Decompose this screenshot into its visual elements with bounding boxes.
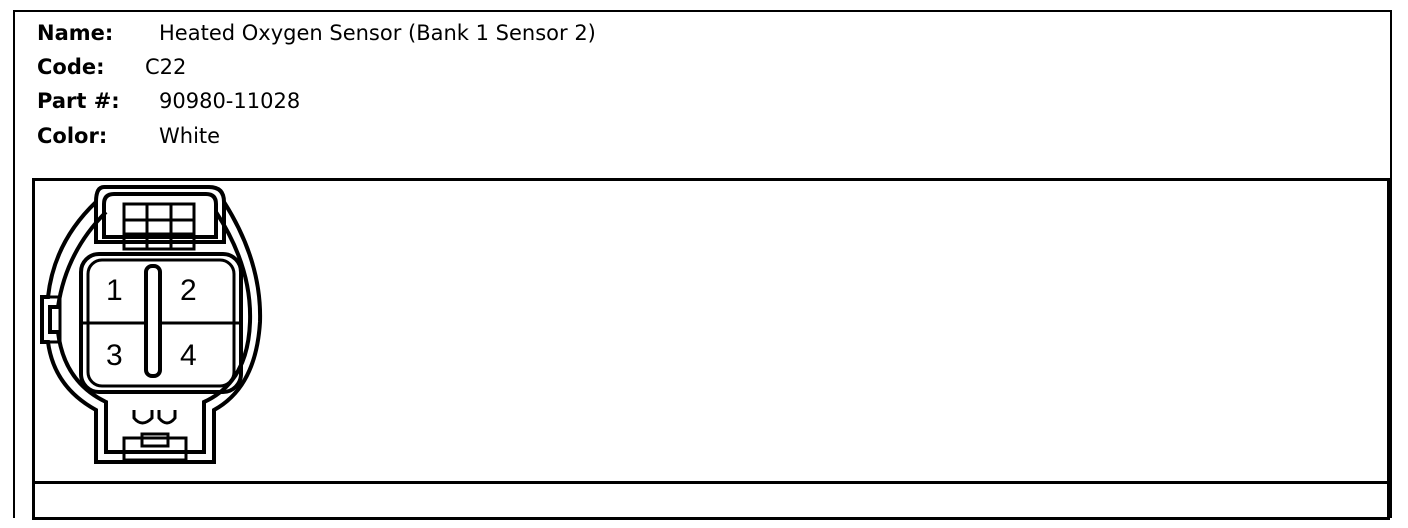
outer-frame xyxy=(13,10,1392,518)
left-notch xyxy=(48,295,62,344)
footer-box xyxy=(32,481,1390,520)
part-row: Part #: 90980-11028 xyxy=(37,86,300,116)
pin-2: 2 xyxy=(180,274,197,307)
pin-4: 4 xyxy=(180,339,197,372)
name-label: Name: xyxy=(37,21,114,45)
color-value: White xyxy=(159,124,221,148)
part-value: 90980-11028 xyxy=(159,89,301,113)
name-row: Name: Heated Oxygen Sensor (Bank 1 Senso… xyxy=(37,18,596,48)
latch-tab xyxy=(94,185,226,251)
code-label: Code: xyxy=(37,55,105,79)
bottom-lock xyxy=(122,410,188,462)
pin-3: 3 xyxy=(106,339,123,372)
code-row: Code: C22 xyxy=(37,52,186,82)
connector-housing-outer xyxy=(40,200,263,464)
center-key xyxy=(144,264,162,378)
color-row: Color: White xyxy=(37,121,220,151)
connector-housing-inner xyxy=(48,210,253,454)
pin-cavity xyxy=(79,252,243,394)
color-label: Color: xyxy=(37,124,108,148)
part-label: Part #: xyxy=(37,89,120,113)
code-value: C22 xyxy=(145,55,187,79)
name-value: Heated Oxygen Sensor (Bank 1 Sensor 2) xyxy=(159,21,596,45)
pin-1: 1 xyxy=(106,274,123,307)
connector-diagram: 1 2 3 4 xyxy=(40,185,263,464)
